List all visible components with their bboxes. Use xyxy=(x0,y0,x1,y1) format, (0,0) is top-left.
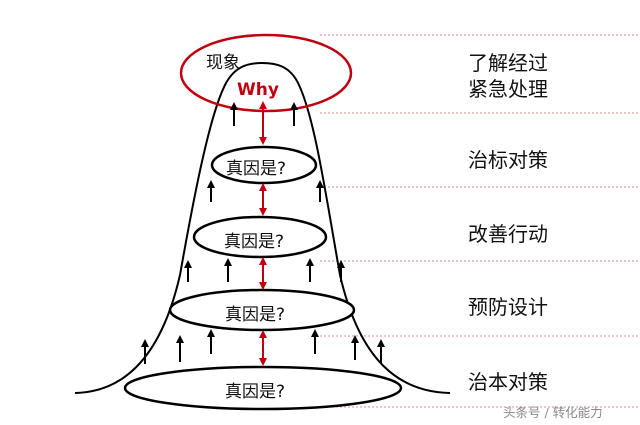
divider-lines xyxy=(320,34,640,408)
stage-label-line: 紧急处理 xyxy=(468,77,548,101)
why-label: Why xyxy=(237,80,279,100)
stage-label-improvement: 改善行动 xyxy=(468,222,548,246)
cause-label-2: 真因是? xyxy=(224,232,285,252)
cause-label-4: 真因是? xyxy=(225,382,286,402)
stage-label-root-fix: 治本对策 xyxy=(468,370,548,394)
cause-label-3: 真因是? xyxy=(225,305,286,325)
phenomenon-label: 现象 xyxy=(206,53,240,73)
cause-ellipse-4 xyxy=(123,365,403,411)
cause-label-1: 真因是? xyxy=(226,159,287,179)
watermark: 头条号 / 转化能力 xyxy=(503,405,603,420)
upward-arrows xyxy=(141,102,385,364)
stage-label-symptom-fix: 治标对策 xyxy=(468,148,548,172)
stage-label-line: 了解经过 xyxy=(468,51,548,75)
bell-curve-outline xyxy=(74,61,451,394)
stage-label-prevention: 预防设计 xyxy=(468,295,548,319)
stage-label-emergency: 了解经过 紧急处理 xyxy=(468,50,548,102)
